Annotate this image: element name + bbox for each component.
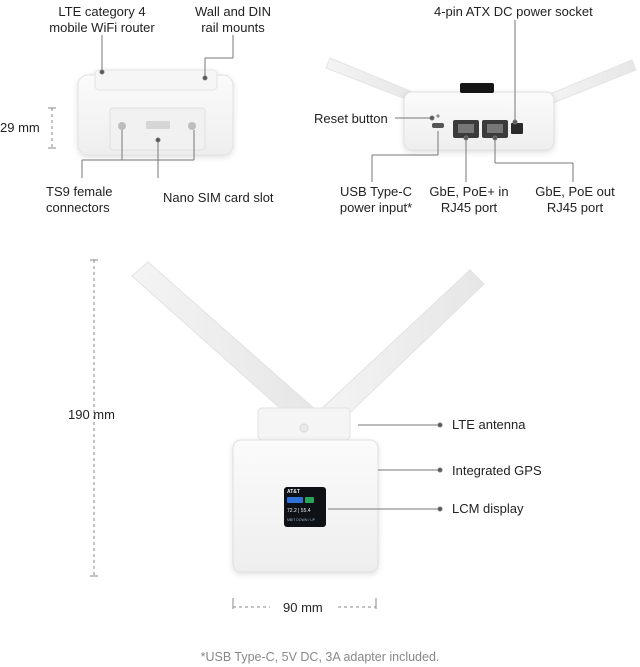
label-poe-out: GbE, PoE out RJ45 port xyxy=(530,184,620,216)
screen-speed: 72.2 | 55.4 xyxy=(287,508,311,514)
label-sim-slot: Nano SIM card slot xyxy=(163,190,274,205)
height-dimension-small xyxy=(48,107,56,149)
lcm-screen: AT&T 72.2 | 55.4 MBIT DOWN / UP xyxy=(284,487,326,527)
label-atx: 4-pin ATX DC power socket xyxy=(434,4,593,19)
label-poe-out-line2: RJ45 port xyxy=(546,200,604,215)
label-ts9-line1: TS9 female xyxy=(46,184,113,199)
router-bottom-view xyxy=(77,69,234,156)
label-poe-in-line2: RJ45 port xyxy=(440,200,498,215)
screen-footer: MBIT DOWN / UP xyxy=(287,518,316,522)
label-height-29: 29 mm xyxy=(0,120,40,135)
label-usbc: USB Type-C power input* xyxy=(330,184,422,216)
label-poe-in-line1: GbE, PoE+ in xyxy=(429,184,509,199)
label-gps: Integrated GPS xyxy=(452,463,542,478)
label-usbc-line2: power input* xyxy=(339,200,413,215)
label-rail-mounts-line2: rail mounts xyxy=(201,20,265,35)
label-lcm: LCM display xyxy=(452,501,524,516)
label-ts9-line2: connectors xyxy=(46,200,110,215)
label-usbc-line1: USB Type-C xyxy=(339,184,412,199)
screen-bar-green xyxy=(305,497,314,503)
label-width-90: 90 mm xyxy=(283,600,323,615)
label-rail-mounts-line1: Wall and DIN xyxy=(194,4,272,19)
label-lte-router-line2: mobile WiFi router xyxy=(49,20,155,35)
label-reset: Reset button xyxy=(314,111,388,126)
label-lte-router: LTE category 4 mobile WiFi router xyxy=(38,4,166,36)
label-poe-out-line1: GbE, PoE out xyxy=(535,184,615,199)
router-rear-view xyxy=(325,57,637,151)
label-lte-router-line1: LTE category 4 xyxy=(58,4,146,19)
label-lte-antenna: LTE antenna xyxy=(452,417,526,432)
screen-carrier: AT&T xyxy=(287,489,300,495)
footnote: *USB Type-C, 5V DC, 3A adapter included. xyxy=(200,650,440,664)
screen-bar-blue xyxy=(287,497,303,503)
label-rail-mounts: Wall and DIN rail mounts xyxy=(183,4,283,36)
label-ts9: TS9 female connectors xyxy=(46,184,136,216)
label-height-190: 190 mm xyxy=(68,407,115,422)
label-poe-in: GbE, PoE+ in RJ45 port xyxy=(426,184,512,216)
